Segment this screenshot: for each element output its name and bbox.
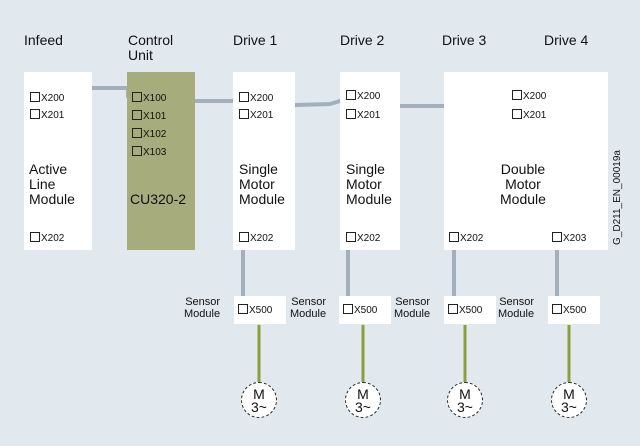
motor-phase: 3~ <box>251 399 267 415</box>
port-x102: X102 <box>132 128 166 141</box>
port-x500: X500 <box>448 304 482 317</box>
port-x201: X201 <box>239 109 273 122</box>
port-x202: X202 <box>346 232 380 245</box>
port-x500: X500 <box>343 304 377 317</box>
motor-drive2: M 3~ <box>345 382 381 418</box>
sensor-label-drive1: Sensor Module <box>184 296 221 320</box>
port-x200: X200 <box>512 90 546 103</box>
motor-symbol: M <box>253 386 265 402</box>
header-drive-2: Drive 2 <box>340 32 385 48</box>
motor-drive1: M 3~ <box>241 382 277 418</box>
module-name: Single Motor Module <box>239 161 285 207</box>
header-drive-1: Drive 1 <box>233 32 278 48</box>
header-control-unit: Control Unit <box>128 32 174 63</box>
motor-drive4: M 3~ <box>551 382 587 418</box>
header-drive-3: Drive 3 <box>442 32 487 48</box>
module-name: Active Line Module <box>29 161 75 207</box>
drive1-single-motor-module: X200 X201 Single Motor Module X202 <box>233 72 295 250</box>
port-x200: X200 <box>239 92 273 105</box>
port-x202: X202 <box>449 232 483 245</box>
sensor-module-drive1: X500 <box>234 296 286 324</box>
sensor-module-drive4: X500 <box>548 296 600 324</box>
port-x203: X203 <box>552 232 586 245</box>
port-x500: X500 <box>552 304 586 317</box>
motor-symbol: M <box>459 386 471 402</box>
motor-phase: 3~ <box>457 399 473 415</box>
port-x202: X202 <box>239 232 273 245</box>
sensor-label-drive3: Sensor Module <box>394 296 431 320</box>
drive3-4-double-motor-module: X200 X201 Double Motor Module X202 X203 <box>444 72 608 250</box>
control-unit-cu320: X100 X101 X102 X103 CU320-2 <box>127 72 195 250</box>
motor-symbol: M <box>357 386 369 402</box>
module-name: Double Motor Module <box>500 161 546 207</box>
port-x500: X500 <box>238 304 272 317</box>
drive2-single-motor-module: X200 X201 Single Motor Module X202 <box>340 72 400 250</box>
port-x200: X200 <box>30 92 64 105</box>
active-line-module: X200 X201 Active Line Module X202 <box>24 72 92 250</box>
motor-phase: 3~ <box>561 399 577 415</box>
motor-phase: 3~ <box>355 399 371 415</box>
header-drive-4: Drive 4 <box>544 32 589 48</box>
port-x100: X100 <box>132 92 166 105</box>
port-x201: X201 <box>512 109 546 122</box>
module-name: CU320-2 <box>130 191 187 207</box>
motor-symbol: M <box>563 386 575 402</box>
port-x202: X202 <box>30 232 64 245</box>
port-x201: X201 <box>30 109 64 122</box>
port-x200: X200 <box>346 90 380 103</box>
port-x201: X201 <box>346 109 380 122</box>
sensor-label-drive2: Sensor Module <box>290 296 327 320</box>
sensor-label-drive4: Sensor Module <box>498 296 535 320</box>
port-x101: X101 <box>132 110 166 123</box>
module-name: Single Motor Module <box>346 161 392 207</box>
sensor-module-drive2: X500 <box>339 296 391 324</box>
figure-code: G_D211_EN_00019a <box>611 150 623 245</box>
sensor-module-drive3: X500 <box>444 296 496 324</box>
motor-drive3: M 3~ <box>447 382 483 418</box>
port-x103: X103 <box>132 146 166 159</box>
header-infeed: Infeed <box>24 32 63 48</box>
